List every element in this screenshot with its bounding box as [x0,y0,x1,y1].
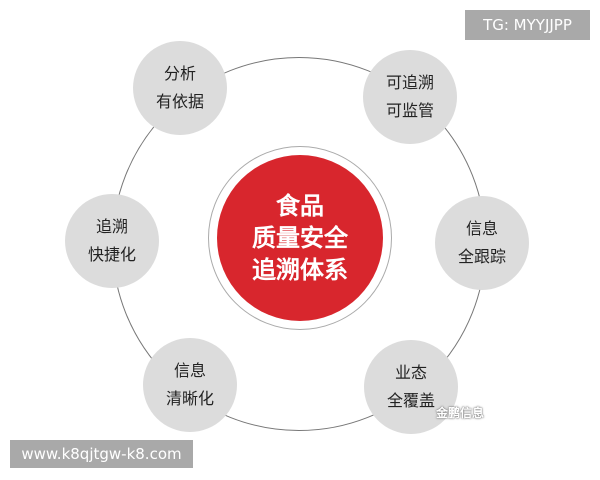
node-line: 全覆盖 [386,391,435,410]
node-full-tracking: 信息 全跟踪 [435,196,529,290]
node-line: 追溯 [95,217,128,236]
node-line: 可追溯 [385,73,434,92]
node-analysis: 分析 有依据 [133,41,227,135]
node-full-coverage: 业态 全覆盖 [364,340,458,434]
bottom-url-tag: www.k8qjtgw-k8.com [10,440,193,468]
node-line: 业态 [394,363,427,382]
center-line: 追溯体系 [252,256,348,284]
center-label: 食品 质量安全 追溯体系 [217,155,383,321]
node-line: 有依据 [155,92,204,111]
top-tag: TG: MYYJJPP [465,10,590,40]
center-line: 质量安全 [252,224,348,252]
center-line: 食品 [276,192,324,220]
node-clear-info: 信息 清晰化 [143,338,237,432]
node-line: 清晰化 [165,389,214,408]
node-line: 信息 [173,361,206,380]
node-line: 信息 [465,219,498,238]
node-line: 快捷化 [87,245,136,264]
node-line: 全跟踪 [457,247,506,266]
node-line: 分析 [163,64,196,83]
center-circle: 食品 质量安全 追溯体系 [208,146,392,330]
node-traceable: 可追溯 可监管 [363,50,457,144]
node-line: 可监管 [385,101,434,120]
node-fast-trace: 追溯 快捷化 [65,194,159,288]
watermark: 金鹏信息 [436,406,485,420]
